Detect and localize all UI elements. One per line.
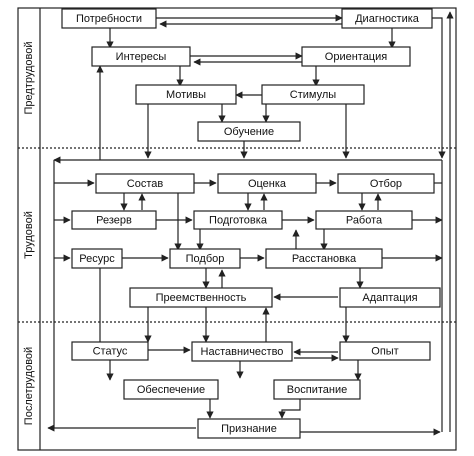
node-label: Обеспечение xyxy=(137,384,205,396)
connections xyxy=(47,11,454,436)
node-box xyxy=(197,121,301,142)
node-label: Мотивы xyxy=(166,89,206,101)
node-box xyxy=(71,210,157,230)
node-label: Резерв xyxy=(96,215,132,227)
node-box xyxy=(129,287,273,308)
node-label: Наставничество xyxy=(201,346,284,358)
node-work: Работа xyxy=(315,210,413,230)
node-label: Опыт xyxy=(371,346,398,358)
node-box xyxy=(261,84,365,105)
node-box xyxy=(135,84,237,105)
node-recruitment: Подбор xyxy=(169,248,241,269)
node-box xyxy=(123,379,219,400)
phase-labels: Предтрудовой Трудовой Послетрудовой xyxy=(23,41,35,425)
node-selection: Отбор xyxy=(337,173,435,194)
node-label: Состав xyxy=(127,178,164,190)
node-orientation: Ориентация xyxy=(301,46,411,67)
node-label: Расстановка xyxy=(292,253,357,265)
node-box xyxy=(191,341,293,362)
node-composition: Состав xyxy=(95,173,195,194)
node-label: Диагностика xyxy=(355,13,420,25)
node-label: Стимулы xyxy=(290,89,336,101)
node-stimuli: Стимулы xyxy=(261,84,365,105)
node-box xyxy=(169,248,241,269)
node-label: Интересы xyxy=(116,51,167,63)
node-label: Работа xyxy=(346,215,383,227)
node-box xyxy=(315,210,413,230)
node-label: Ресурс xyxy=(79,253,115,265)
node-needs: Потребности xyxy=(61,8,157,29)
node-box xyxy=(273,379,361,400)
node-label: Отбор xyxy=(370,178,402,190)
node-mentoring: Наставничество xyxy=(191,341,293,362)
node-upbringing: Воспитание xyxy=(273,379,361,400)
node-box xyxy=(71,248,123,269)
node-preparation: Подготовка xyxy=(193,210,283,230)
node-label: Обучение xyxy=(224,126,274,138)
node-label: Подготовка xyxy=(209,215,268,227)
node-box xyxy=(197,418,301,439)
node-label: Оценка xyxy=(248,178,287,190)
node-label: Ориентация xyxy=(325,51,387,63)
node-box xyxy=(193,210,283,230)
node-label: Адаптация xyxy=(362,292,417,304)
phase-pre-label: Предтрудовой xyxy=(23,41,35,114)
node-placement: Расстановка xyxy=(265,248,383,269)
node-label: Воспитание xyxy=(287,384,347,396)
node-adaptation: Адаптация xyxy=(339,287,441,308)
node-box xyxy=(265,248,383,269)
node-label: Преемственность xyxy=(156,292,247,304)
phase-work-label: Трудовой xyxy=(23,211,35,259)
node-training: Обучение xyxy=(197,121,301,142)
node-reserve: Резерв xyxy=(71,210,157,230)
node-diagnostics: Диагностика xyxy=(341,8,433,29)
node-interests: Интересы xyxy=(91,46,191,67)
node-box xyxy=(339,287,441,308)
node-resource: Ресурс xyxy=(71,248,123,269)
node-box xyxy=(95,173,195,194)
node-box xyxy=(61,8,157,29)
node-assessment: Оценка xyxy=(217,173,317,194)
node-motives: Мотивы xyxy=(135,84,237,105)
node-box xyxy=(337,173,435,194)
phase-frame xyxy=(17,7,457,451)
node-box xyxy=(71,341,149,361)
node-provision: Обеспечение xyxy=(123,379,219,400)
node-box xyxy=(217,173,317,194)
node-status: Статус xyxy=(71,341,149,361)
node-label: Признание xyxy=(221,423,277,435)
node-label: Потребности xyxy=(76,13,142,25)
phase-post-label: Послетрудовой xyxy=(23,347,35,425)
node-succession: Преемственность xyxy=(129,287,273,308)
node-box xyxy=(341,8,433,29)
node-label: Статус xyxy=(93,346,128,358)
edge-upbringing-recognition xyxy=(278,397,301,419)
node-box xyxy=(339,341,431,361)
node-experience: Опыт xyxy=(339,341,431,361)
node-box xyxy=(91,46,191,67)
node-label: Подбор xyxy=(186,253,225,265)
node-box xyxy=(301,46,411,67)
node-recognition: Признание xyxy=(197,418,301,439)
edge-diagnostics-right-down xyxy=(432,17,446,159)
